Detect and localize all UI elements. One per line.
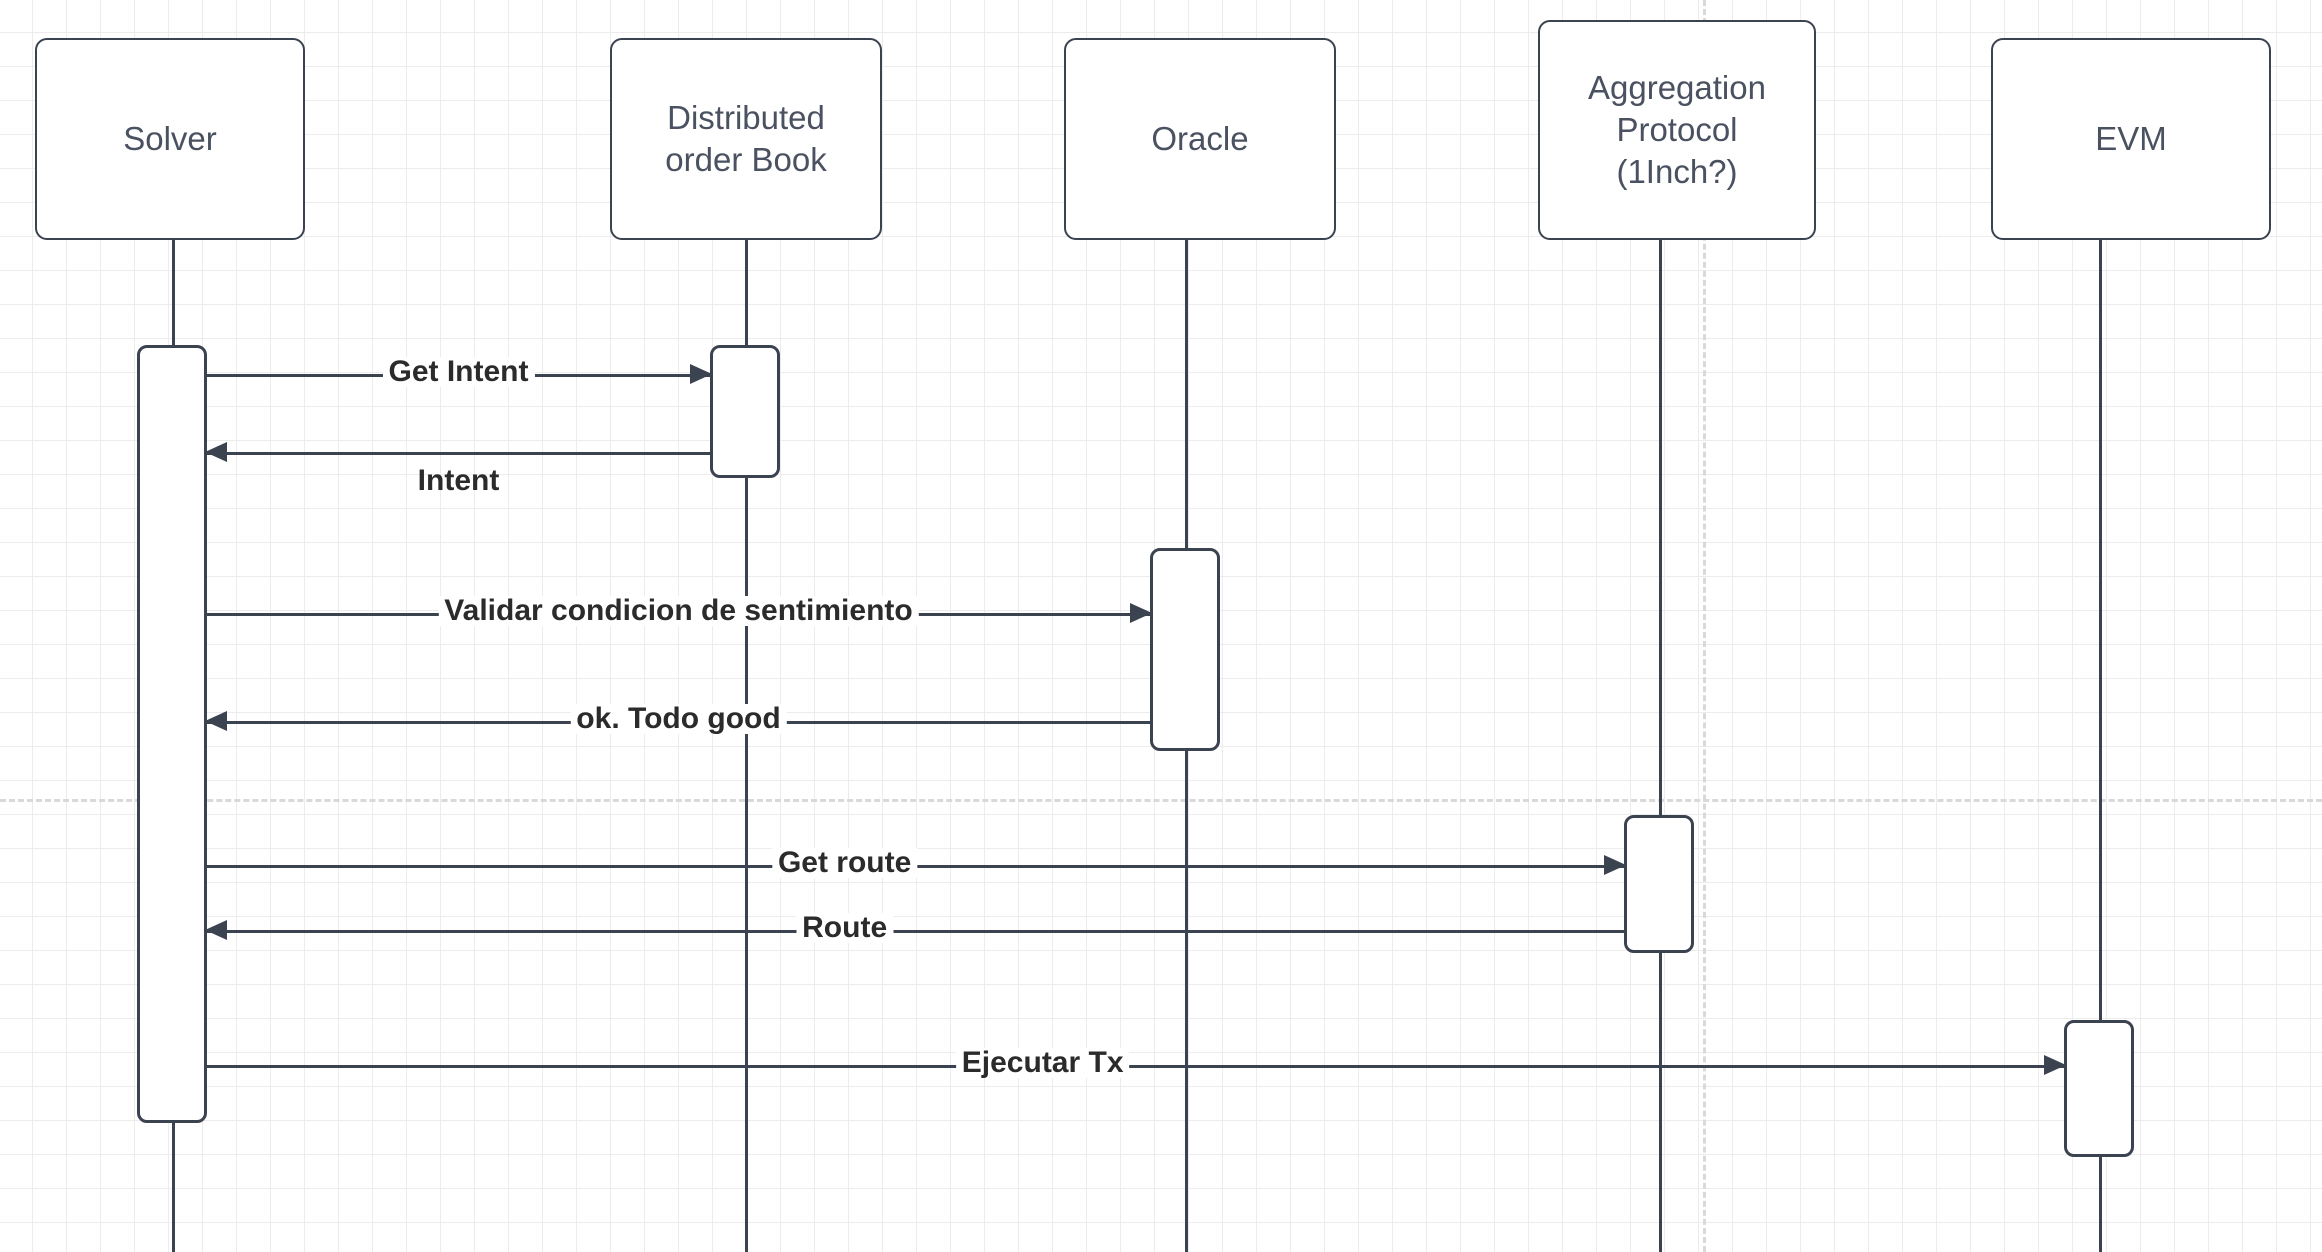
participant-box-solver[interactable]: Solver — [35, 38, 305, 240]
message-label: Validar condicion de sentimiento — [438, 596, 919, 626]
message-label: Route — [796, 913, 894, 943]
participant-box-oracle[interactable]: Oracle — [1064, 38, 1336, 240]
participant-box-distributed-order-book[interactable]: Distributed order Book — [610, 38, 882, 240]
activation-bar-oracle[interactable] — [1150, 548, 1220, 751]
activation-bar-solver[interactable] — [137, 345, 207, 1123]
lifeline-dob — [745, 240, 748, 1252]
page-guide-horizontal — [0, 799, 2322, 802]
message-label: Intent — [417, 464, 500, 497]
page-guide-vertical — [1703, 0, 1706, 1252]
lifeline-evm — [2099, 240, 2102, 1252]
message-line — [207, 1065, 2064, 1068]
message-label: Get route — [771, 848, 918, 878]
message-line — [207, 930, 1624, 933]
message-label: Ejecutar Tx — [955, 1048, 1130, 1078]
arrowhead-right-icon — [2044, 1055, 2066, 1075]
arrowhead-right-icon — [690, 364, 712, 384]
arrowhead-right-icon — [1604, 855, 1626, 875]
activation-bar-evm[interactable] — [2064, 1020, 2134, 1157]
arrowhead-left-icon — [205, 711, 227, 731]
arrowhead-left-icon — [205, 920, 227, 940]
message-label: Get Intent — [382, 357, 535, 387]
message-line — [207, 452, 710, 455]
participant-box-aggregation-protocol[interactable]: Aggregation Protocol (1Inch?) — [1538, 20, 1816, 240]
message-label: ok. Todo good — [570, 704, 787, 734]
activation-bar-aggregation[interactable] — [1624, 815, 1694, 953]
arrowhead-right-icon — [1130, 603, 1152, 623]
arrowhead-left-icon — [205, 442, 227, 462]
activation-bar-dob[interactable] — [710, 345, 780, 478]
lifeline-aggregation — [1659, 240, 1662, 1252]
participant-box-evm[interactable]: EVM — [1991, 38, 2271, 240]
